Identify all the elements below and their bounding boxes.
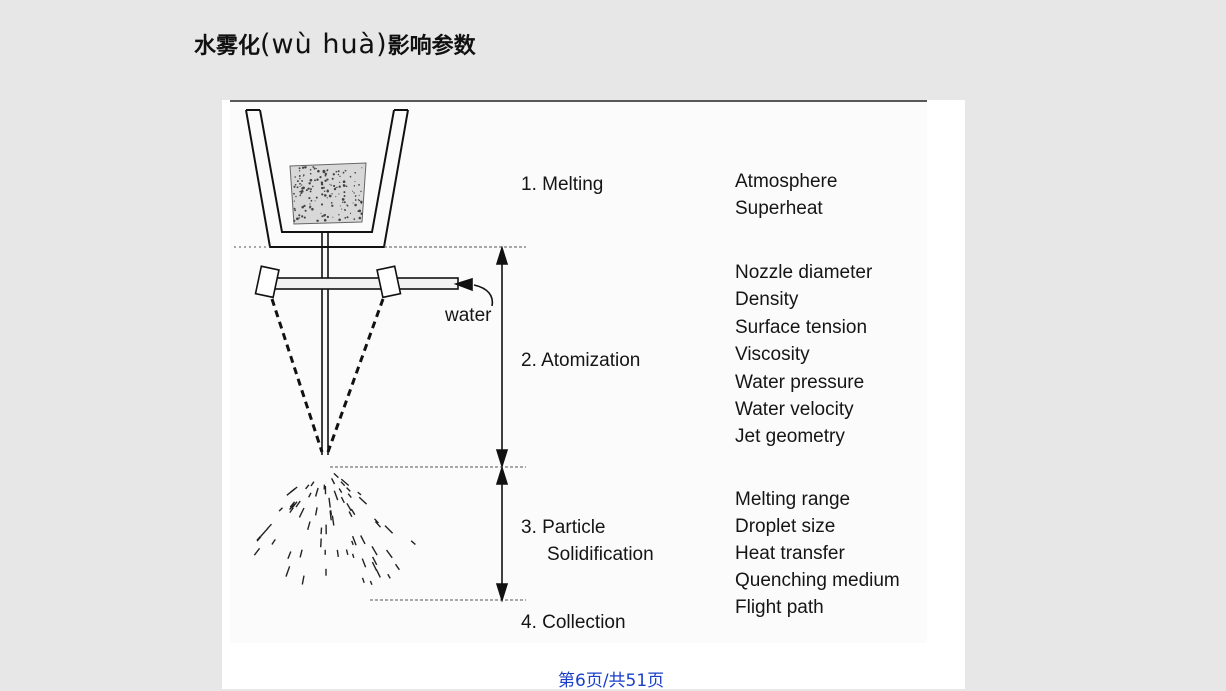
spray-streak: [359, 497, 366, 504]
spray-streak: [347, 488, 351, 492]
spray-streak: [332, 478, 335, 484]
slide-title: 水雾化(wù huà)影响参数: [194, 28, 476, 60]
param-item: Melting range: [735, 486, 850, 513]
spray-streak: [411, 541, 415, 545]
spray-streak: [372, 546, 377, 555]
param-item: Quenching medium: [735, 567, 900, 594]
param-item: Jet geometry: [735, 423, 845, 450]
spray-streak: [341, 497, 344, 503]
spray-streak: [361, 536, 365, 544]
param-item: Viscosity: [735, 341, 810, 368]
spray-streak: [321, 539, 322, 548]
water-jet-left: [272, 299, 322, 452]
param-item: Superheat: [735, 195, 823, 222]
spray-streak: [287, 489, 295, 496]
melt-stream-icon: [322, 232, 328, 455]
spray-streak: [316, 488, 319, 497]
spray-streak: [267, 524, 271, 529]
spray-streak: [348, 494, 351, 498]
spray-streak: [358, 492, 361, 495]
spray-streak: [337, 550, 338, 557]
spray-streak: [261, 528, 268, 536]
spray-streak: [332, 516, 333, 526]
spray-streak: [347, 503, 351, 511]
spray-streak: [308, 522, 310, 530]
stage-melting: 1. Melting: [521, 171, 603, 198]
water-jet-right: [328, 299, 383, 452]
spray-streak: [286, 566, 290, 576]
spray-streak: [300, 550, 302, 558]
spray-streak: [334, 473, 339, 477]
spray-streak: [279, 508, 282, 511]
molten-metal-icon: [290, 163, 366, 224]
param-item: Surface tension: [735, 314, 867, 341]
water-pipe-icon: [256, 266, 458, 297]
stage-solidification: Solidification: [547, 541, 654, 568]
spray-streak: [272, 539, 275, 544]
spray-streak: [370, 581, 372, 585]
spray-streak: [299, 508, 304, 517]
spray-streak: [388, 574, 390, 578]
spray-streak: [362, 559, 365, 568]
spray-cone-icon: [254, 473, 415, 584]
param-item: Nozzle diameter: [735, 259, 872, 286]
spray-streak: [352, 541, 354, 545]
spray-streak: [254, 548, 259, 555]
param-item: Density: [735, 286, 798, 313]
spray-streak: [353, 554, 354, 558]
title-pinyin: (wù huà): [260, 29, 388, 60]
water-label: water: [445, 302, 491, 329]
atomization-diagram: water 1. Melting 2. Atomization 3. Parti…: [230, 100, 927, 643]
param-item: Droplet size: [735, 513, 835, 540]
spray-streak: [349, 512, 352, 517]
spray-streak: [363, 578, 365, 583]
page-indicator[interactable]: 第6页/共51页: [558, 666, 664, 691]
title-suffix: 影响参数: [388, 34, 476, 59]
param-item: Water pressure: [735, 369, 864, 396]
spray-streak: [311, 482, 314, 486]
param-item: Water velocity: [735, 396, 854, 423]
spray-streak: [387, 550, 393, 558]
spray-streak: [288, 552, 291, 559]
spray-streak: [376, 569, 380, 577]
spray-streak: [396, 564, 400, 570]
param-item: Heat transfer: [735, 540, 845, 567]
spray-streak: [302, 576, 304, 585]
spray-streak: [309, 493, 311, 498]
stage-particle: 3. Particle: [521, 514, 605, 541]
spray-streak: [334, 491, 337, 500]
stage-atomization: 2. Atomization: [521, 347, 640, 374]
spray-streak: [316, 507, 318, 515]
title-prefix: 水雾化: [194, 34, 260, 59]
param-item: Atmosphere: [735, 168, 837, 195]
spray-streak: [329, 498, 330, 508]
stage-arrows: [497, 248, 507, 600]
spray-streak: [351, 509, 355, 515]
spray-streak: [347, 550, 348, 555]
spray-streak: [306, 485, 309, 489]
stage-collection: 4. Collection: [521, 609, 626, 636]
spray-streak: [385, 526, 393, 534]
spray-streak: [339, 489, 342, 493]
param-item: Flight path: [735, 594, 824, 621]
spray-streak: [331, 510, 332, 515]
